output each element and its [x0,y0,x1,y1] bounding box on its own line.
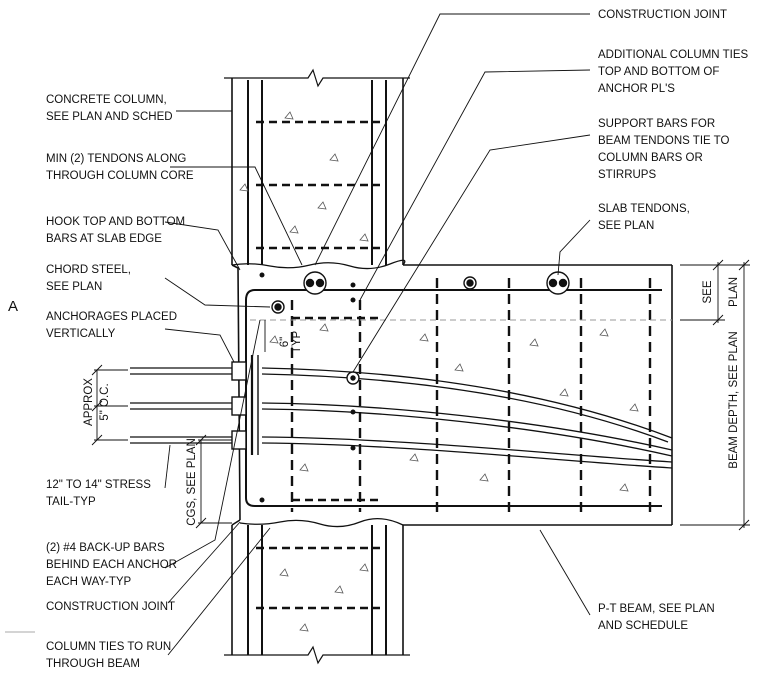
note-construction-joint-left: CONSTRUCTION JOINT [46,601,175,613]
note-pt-beam-1: P-T BEAM, SEE PLAN [598,603,715,615]
note-support-bars-4: STIRRUPS [598,169,656,181]
note-slab-tendons-1: SLAB TENDONS, [598,203,690,215]
note-hook-bars-2: BARS AT SLAB EDGE [46,233,162,245]
note-concrete-column-1: CONCRETE COLUMN, [46,94,167,106]
note-min-tendons-2: THROUGH COLUMN CORE [46,170,194,182]
note-anchorages-1: ANCHORAGES PLACED [46,311,177,323]
right-notes: CONSTRUCTION JOINT ADDITIONAL COLUMN TIE… [598,9,748,632]
dimension-texts: APPROX 5" O.C. CGS, SEE PLAN 6" TYP SEE … [83,277,740,526]
column-vertical-bars [247,80,387,655]
note-min-tendons-1: MIN (2) TENDONS ALONG [46,153,186,165]
beam-stirrups [290,278,652,512]
beam-tendons [261,367,673,469]
note-construction-joint-right: CONSTRUCTION JOINT [598,9,727,21]
note-anchorages-2: VERTICALLY [46,328,116,340]
note-stress-tail-2: TAIL-TYP [46,496,96,508]
dim-typ: TYP [291,330,303,353]
note-support-bars-1: SUPPORT BARS FOR [598,118,715,130]
note-stress-tail-1: 12" TO 14" STRESS [46,479,151,491]
note-additional-ties-1: ADDITIONAL COLUMN TIES [598,49,748,61]
dim-approx: APPROX [83,378,95,426]
construction-joint-lines [231,259,406,528]
note-backup-bars-3: EACH WAY-TYP [46,576,132,588]
concrete-hatch [239,111,639,632]
note-pt-beam-2: AND SCHEDULE [598,620,688,632]
note-support-bars-3: COLUMN BARS OR [598,152,703,164]
dim-spacing: 5" O.C. [99,383,111,420]
note-column-ties-2: THROUGH BEAM [46,658,140,670]
dimension-lines [91,259,750,531]
dim-six-inch: 6" [279,337,291,347]
hook-bars [245,289,662,507]
note-hook-bars-1: HOOK TOP AND BOTTOM [46,216,185,228]
section-mark: A [8,298,18,315]
column-ties [256,120,380,610]
dim-see-plan-1: SEE [702,280,714,303]
dim-see-plan-2: PLAN [728,277,740,307]
rebar-dots [259,272,356,503]
note-backup-bars-2: BEHIND EACH ANCHOR [46,559,177,571]
note-backup-bars-1: (2) #4 BACK-UP BARS [46,542,165,554]
note-column-ties-1: COLUMN TIES TO RUN [46,641,171,653]
note-chord-steel-1: CHORD STEEL, [46,264,131,276]
concrete-outline [224,68,673,665]
left-notes: CONCRETE COLUMN, SEE PLAN AND SCHED MIN … [46,94,194,670]
slab-tendon-ducts [271,271,570,385]
stress-tails [130,367,232,444]
note-support-bars-2: BEAM TENDONS TIE TO [598,135,729,147]
note-slab-tendons-2: SEE PLAN [598,220,654,232]
dim-cgs: CGS, SEE PLAN [186,438,198,526]
note-additional-ties-2: TOP AND BOTTOM OF [598,66,719,78]
note-chord-steel-2: SEE PLAN [46,281,102,293]
note-additional-ties-3: ANCHOR PL'S [598,83,675,95]
dim-beam-depth: BEAM DEPTH, SEE PLAN [728,331,740,468]
note-concrete-column-2: SEE PLAN AND SCHED [46,111,173,123]
leader-lines [164,13,591,656]
